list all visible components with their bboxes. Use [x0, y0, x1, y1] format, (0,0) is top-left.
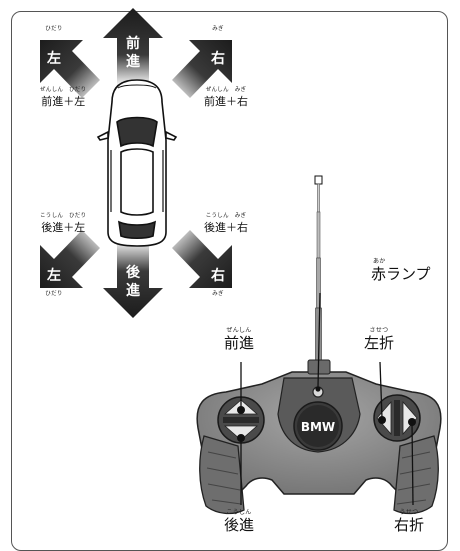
combo-back-left-label: 後進＋左 — [41, 220, 86, 234]
lamp-label: あか 赤ランプ — [371, 259, 431, 282]
combo-back-left: こうしん ひだり 後進＋左 — [40, 213, 87, 234]
right-grip — [393, 435, 439, 515]
controller: BMW — [196, 359, 442, 515]
back-arrow-ruby: こうしん — [152, 266, 159, 289]
combo-forward-right-label: 前進＋右 — [204, 94, 248, 108]
left-ruby-text: ひだり — [45, 26, 63, 32]
back-left-arrow-label: 左 — [46, 267, 61, 284]
back-right-arrow-icon: 右 — [172, 230, 232, 288]
right-arrow-icon: 右 — [172, 40, 232, 98]
combo-back-right: こうしん みぎ 後進＋右 — [204, 213, 248, 234]
back-left-ruby-text: ひだり — [45, 291, 63, 297]
forward-arrow-char1: 前 — [126, 35, 140, 52]
diagram-art: 前 進 ぜんしん 左 右 左 後 進 こうしん 右 — [40, 8, 442, 515]
back-arrow-char2: 進 — [126, 283, 140, 299]
back-right-ruby-text: みぎ — [212, 291, 224, 297]
back-left-arrow-ruby: ひだり — [44, 291, 64, 300]
back-right-arrow-ruby: みぎ — [208, 291, 228, 300]
forward-arrow-ruby: ぜんしん — [152, 38, 159, 61]
left-turn-text: 左折 — [364, 334, 395, 352]
back-right-arrow-label: 右 — [210, 267, 225, 284]
left-turn-label: させつ 左折 — [364, 328, 394, 351]
right-turn-lever-icon[interactable] — [402, 400, 418, 436]
combo-forward-left: ぜんしん ひだり 前進＋左 — [40, 87, 87, 108]
right-arrow-label: 右 — [210, 50, 225, 67]
combo-forward-right-ruby: ぜんしん みぎ — [205, 87, 247, 93]
forward-arrow-char2: 進 — [126, 54, 140, 70]
remote-control-guide: 前 進 ぜんしん 左 右 左 後 進 こうしん 右 — [11, 8, 448, 551]
backward-control-ruby: こうしん — [226, 509, 252, 516]
forward-arrow-icon: 前 進 ぜんしん — [103, 8, 163, 86]
back-left-arrow-icon: 左 — [40, 230, 100, 288]
right-turn-ruby: うせつ — [399, 509, 419, 516]
left-arrow-ruby: ひだり — [44, 26, 64, 35]
right-arrow-ruby: みぎ — [208, 26, 228, 35]
forward-control-label: ぜんしん 前進 — [224, 328, 254, 351]
forward-control-text: 前進 — [224, 334, 255, 352]
right-turn-label: うせつ 右折 — [394, 510, 424, 533]
back-arrow-icon: 後 進 こうしん — [103, 240, 163, 318]
combo-forward-right: ぜんしん みぎ 前進＋右 — [204, 87, 248, 108]
left-turn-ruby: させつ — [369, 327, 389, 334]
left-grip — [199, 435, 245, 515]
backward-control-text: 後進 — [224, 516, 255, 534]
right-turn-text: 右折 — [394, 516, 425, 534]
combo-back-right-label: 後進＋右 — [204, 220, 248, 234]
left-arrow-label: 左 — [46, 50, 61, 67]
brand-label: BMW — [301, 420, 335, 434]
back-arrow-char1: 後 — [126, 264, 141, 281]
forward-control-ruby: ぜんしん — [226, 327, 252, 334]
combo-back-right-ruby: こうしん みぎ — [205, 213, 247, 219]
lamp-ruby: あか — [373, 258, 386, 265]
steering-lever[interactable] — [373, 394, 421, 442]
left-arrow-icon: 左 — [40, 40, 100, 98]
callout-lines — [237, 292, 416, 506]
backward-control-label: こうしん 後進 — [224, 510, 254, 533]
lamp-text: 赤ランプ — [371, 265, 431, 283]
car-icon — [96, 79, 178, 247]
combo-back-left-ruby: こうしん ひだり — [40, 213, 87, 219]
right-ruby-text: みぎ — [212, 26, 224, 32]
combo-forward-left-ruby: ぜんしん ひだり — [40, 87, 87, 93]
combo-forward-left-label: 前進＋左 — [41, 94, 86, 108]
brand-badge: BMW — [293, 401, 343, 451]
backward-lever-icon[interactable] — [223, 425, 259, 441]
